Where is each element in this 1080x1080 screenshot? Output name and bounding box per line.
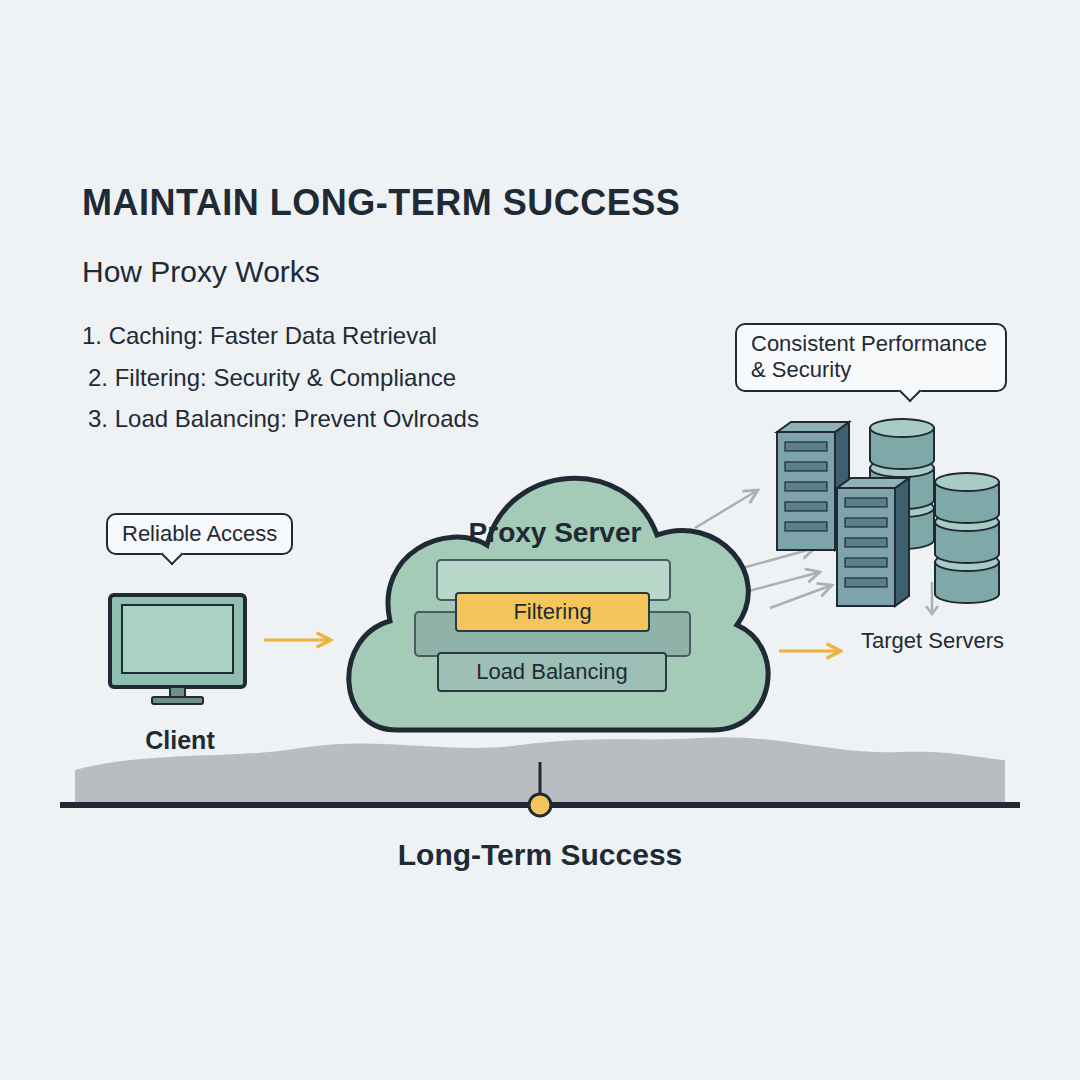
target-servers: Target Servers (845, 410, 1025, 660)
timeline-label: Long-Term Success (0, 838, 1080, 872)
proxy-cloud: Proxy ServerFilteringLoad Balancing (335, 425, 775, 765)
node-label: Client (100, 726, 260, 755)
title: MAINTAIN LONG-TERM SUCCESS (82, 182, 680, 224)
callout-bubble: Reliable Access (106, 513, 293, 555)
flow-arrow (779, 650, 841, 653)
timeline-dot (529, 794, 551, 816)
node-label: Proxy Server (335, 517, 775, 549)
load-band: Load Balancing (437, 652, 667, 692)
callout-bubble: Consistent Performance & Security (735, 323, 1007, 392)
server-icons (845, 410, 1025, 660)
bubble-tail (899, 379, 922, 402)
bubble-tail (161, 543, 184, 566)
node-label: Reliable Access (122, 521, 277, 547)
flow-arrow (264, 639, 331, 642)
filter-band: Filtering (455, 592, 650, 632)
list-item: 2. Filtering: Security & Compliance (88, 364, 456, 392)
node-label: Load Balancing (476, 659, 628, 685)
subtitle: How Proxy Works (82, 255, 320, 289)
list-item: 1. Caching: Faster Data Retrieval (82, 322, 437, 350)
client-monitor: Client (100, 590, 260, 760)
node-label: Target Servers (861, 628, 1004, 654)
node-label: Filtering (513, 599, 591, 625)
node-label: Consistent Performance & Security (751, 331, 991, 384)
list-item: 3. Load Balancing: Prevent Ovlroads (88, 405, 479, 433)
